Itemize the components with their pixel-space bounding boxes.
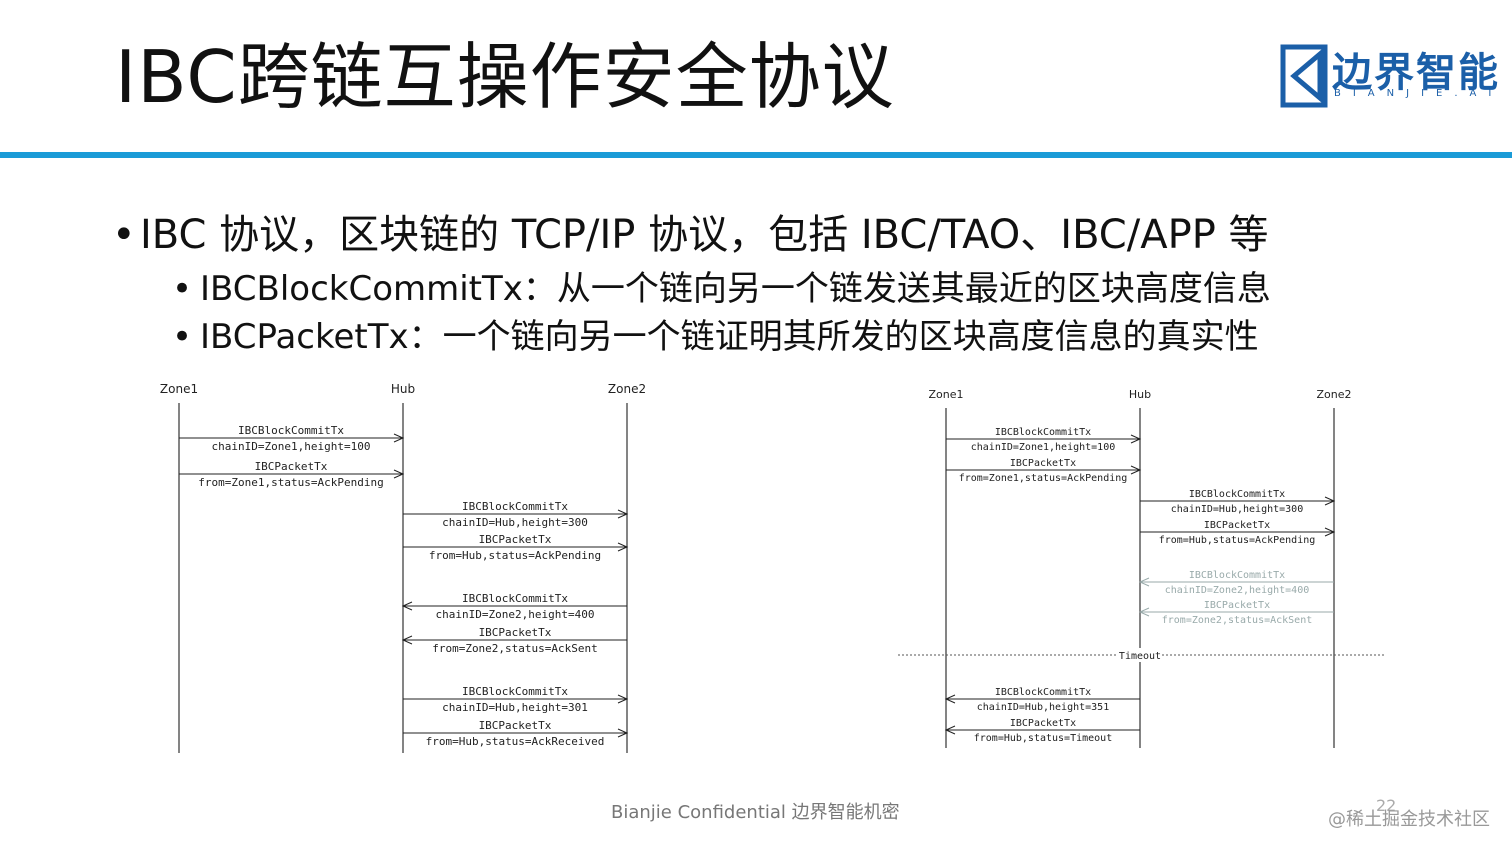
left-arrowhead-icon	[617, 542, 629, 552]
left-message-name: IBCBlockCommitTx	[238, 424, 344, 437]
right-arrowhead-icon	[1130, 434, 1142, 444]
right-message-name: IBCPacketTx	[1010, 458, 1076, 469]
left-lane-label: Hub	[391, 382, 415, 396]
right-message-detail: chainID=Hub,height=351	[977, 702, 1109, 713]
right-message-detail: chainID=Hub,height=300	[1171, 504, 1303, 515]
right-arrowhead-icon	[944, 694, 956, 704]
right-message-detail: from=Zone1,status=AckPending	[959, 473, 1128, 484]
left-message-detail: from=Zone1,status=AckPending	[198, 476, 383, 489]
logo-mark-icon	[1280, 44, 1328, 108]
bullet-dot-icon: •	[172, 317, 193, 357]
left-message-detail: chainID=Hub,height=301	[442, 701, 588, 714]
company-logo: 边界智能 BIANJIE.AI	[1280, 44, 1498, 108]
left-arrowhead-icon	[617, 728, 629, 738]
left-message-detail: chainID=Zone1,height=100	[212, 440, 371, 453]
footer-confidential: Bianjie Confidential 边界智能机密	[611, 802, 900, 823]
right-message-detail: from=Zone2,status=AckSent	[1162, 615, 1313, 626]
left-arrowhead-icon	[401, 635, 413, 645]
left-message-name: IBCPacketTx	[479, 719, 552, 732]
left-message-detail: from=Zone2,status=AckSent	[432, 642, 598, 655]
right-message-name: IBCPacketTx	[1204, 600, 1270, 611]
left-message-detail: from=Hub,status=AckReceived	[426, 735, 605, 748]
bullet-list: •IBC 协议，区块链的 TCP/IP 协议，包括 IBC/TAO、IBC/AP…	[112, 205, 1271, 361]
left-arrowhead-icon	[617, 509, 629, 519]
right-message-name: IBCPacketTx	[1010, 718, 1076, 729]
bullet-main: •IBC 协议，区块链的 TCP/IP 协议，包括 IBC/TAO、IBC/AP…	[112, 205, 1271, 265]
timeout-label: Timeout	[1119, 651, 1161, 662]
right-message-name: IBCBlockCommitTx	[1189, 570, 1285, 581]
left-lane-label: Zone1	[160, 382, 198, 396]
right-message-detail: from=Hub,status=Timeout	[974, 733, 1112, 744]
watermark: @稀土掘金技术社区	[1328, 809, 1490, 830]
right-arrowhead-icon	[1324, 527, 1336, 537]
right-message-detail: chainID=Zone1,height=100	[971, 442, 1116, 453]
logo-text: 边界智能	[1332, 50, 1500, 96]
timeout-label-bg	[1118, 648, 1162, 662]
left-arrowhead-icon	[401, 601, 413, 611]
bullet-main-text: IBC 协议，区块链的 TCP/IP 协议，包括 IBC/TAO、IBC/APP…	[140, 212, 1269, 258]
right-message-detail: chainID=Zone2,height=400	[1165, 585, 1310, 596]
left-message-name: IBCBlockCommitTx	[462, 592, 568, 605]
right-arrowhead-icon	[1324, 496, 1336, 506]
bullet-sub-2: •IBCPacketTx：一个链向另一个链证明其所发的区块高度信息的真实性	[172, 313, 1271, 361]
right-arrowhead-icon	[1130, 465, 1142, 475]
title-divider	[0, 152, 1512, 158]
right-lane-label: Zone1	[928, 388, 963, 401]
bullet-sub-1-text: IBCBlockCommitTx：从一个链向另一个链发送其最近的区块高度信息	[200, 269, 1271, 309]
right-message-name: IBCBlockCommitTx	[1189, 489, 1285, 500]
left-arrowhead-icon	[393, 433, 405, 443]
left-message-name: IBCBlockCommitTx	[462, 500, 568, 513]
left-message-name: IBCBlockCommitTx	[462, 685, 568, 698]
left-arrowhead-icon	[617, 694, 629, 704]
right-lane-label: Zone2	[1316, 388, 1351, 401]
left-message-name: IBCPacketTx	[255, 460, 328, 473]
right-message-name: IBCBlockCommitTx	[995, 427, 1091, 438]
logo-subtitle: BIANJIE.AI	[1334, 88, 1504, 99]
left-message-name: IBCPacketTx	[479, 533, 552, 546]
right-arrowhead-icon	[1138, 607, 1150, 617]
bullet-dot-icon: •	[112, 212, 136, 258]
bullet-sub-2-text: IBCPacketTx：一个链向另一个链证明其所发的区块高度信息的真实性	[200, 317, 1259, 357]
bullet-dot-icon: •	[172, 269, 193, 309]
right-arrowhead-icon	[944, 725, 956, 735]
page-number: 22	[1376, 796, 1397, 815]
right-message-name: IBCBlockCommitTx	[995, 687, 1091, 698]
left-message-detail: from=Hub,status=AckPending	[429, 549, 601, 562]
right-message-detail: from=Hub,status=AckPending	[1159, 535, 1316, 546]
left-message-name: IBCPacketTx	[479, 626, 552, 639]
left-message-detail: chainID=Zone2,height=400	[436, 608, 595, 621]
right-message-name: IBCPacketTx	[1204, 520, 1270, 531]
left-arrowhead-icon	[393, 469, 405, 479]
bullet-sub-1: •IBCBlockCommitTx：从一个链向另一个链发送其最近的区块高度信息	[172, 265, 1271, 313]
left-message-detail: chainID=Hub,height=300	[442, 516, 588, 529]
slide-title: IBC跨链互操作安全协议	[115, 35, 895, 119]
right-lane-label: Hub	[1129, 388, 1151, 401]
right-arrowhead-icon	[1138, 577, 1150, 587]
left-lane-label: Zone2	[608, 382, 646, 396]
